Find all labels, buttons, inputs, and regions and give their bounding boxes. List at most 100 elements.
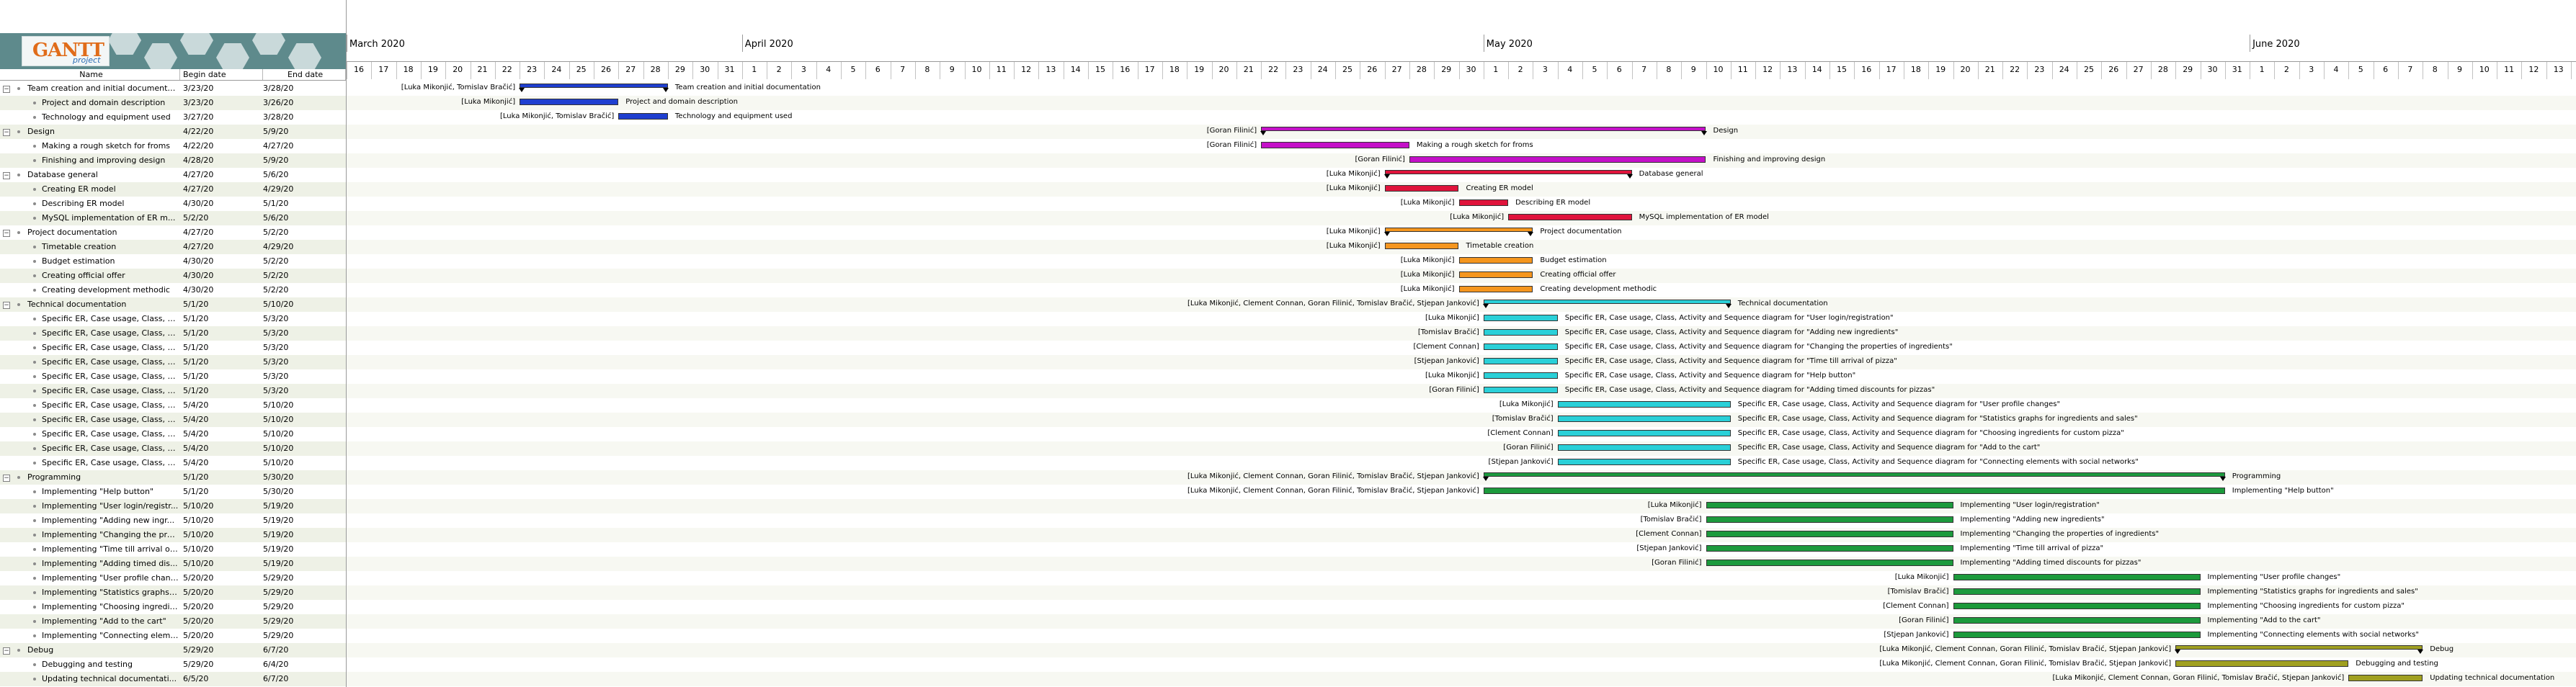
task-bar[interactable] — [1261, 142, 1409, 148]
task-bar[interactable] — [1458, 257, 1533, 264]
task-bar[interactable] — [1706, 545, 1953, 552]
task-bar[interactable] — [2175, 660, 2349, 667]
day-label: 18 — [1169, 65, 1180, 74]
task-bar[interactable] — [1384, 185, 1459, 192]
task-bar[interactable] — [1458, 199, 1509, 206]
task-bar[interactable] — [1483, 315, 1558, 321]
task-row[interactable]: Specific ER, Case usage, Class, Ac...5/1… — [0, 341, 346, 355]
task-bar[interactable] — [1458, 271, 1533, 278]
task-bar[interactable] — [1483, 372, 1558, 379]
task-bar[interactable] — [618, 113, 668, 120]
task-bar[interactable] — [1458, 286, 1533, 292]
summary-bar[interactable] — [2175, 645, 2423, 650]
task-row[interactable]: Implementing "User profile chang...5/20/… — [0, 571, 346, 585]
task-bar[interactable] — [1706, 502, 1953, 508]
task-row[interactable]: Specific ER, Case usage, Class, Ac...5/4… — [0, 427, 346, 441]
task-row[interactable]: Specific ER, Case usage, Class, Ac...5/1… — [0, 369, 346, 384]
collapse-toggle-icon[interactable]: − — [3, 647, 10, 655]
task-row[interactable]: Specific ER, Case usage, Class, Ac...5/4… — [0, 398, 346, 413]
task-bar[interactable] — [1483, 358, 1558, 364]
task-bar[interactable] — [1953, 574, 2201, 580]
task-row[interactable]: Specific ER, Case usage, Class, Ac...5/1… — [0, 355, 346, 369]
task-bar[interactable] — [1953, 632, 2201, 638]
collapse-toggle-icon[interactable]: − — [3, 129, 10, 136]
task-row[interactable]: Implementing "Time till arrival of ...5/… — [0, 542, 346, 557]
summary-bar[interactable] — [1483, 472, 2225, 477]
summary-bar[interactable] — [1483, 300, 1731, 304]
summary-bar[interactable] — [1384, 228, 1533, 232]
task-bar[interactable] — [1706, 516, 1953, 523]
summary-bar[interactable] — [520, 84, 668, 88]
task-bar[interactable] — [1483, 329, 1558, 336]
task-bar[interactable] — [1557, 416, 1731, 422]
summary-bar[interactable] — [1384, 170, 1632, 174]
task-bar[interactable] — [1953, 603, 2201, 609]
task-row[interactable]: Implementing "Choosing ingredie...5/20/2… — [0, 600, 346, 614]
task-bar[interactable] — [1706, 531, 1953, 537]
collapse-toggle-icon[interactable]: − — [3, 475, 10, 482]
task-bar[interactable] — [1557, 401, 1731, 408]
summary-bar[interactable] — [1261, 127, 1706, 131]
task-row[interactable]: Implementing "Changing the pro...5/10/20… — [0, 528, 346, 542]
task-bar[interactable] — [1508, 214, 1632, 220]
task-row[interactable]: Specific ER, Case usage, Class, Ac...5/1… — [0, 326, 346, 341]
task-bar[interactable] — [1557, 430, 1731, 436]
task-bar[interactable] — [1953, 617, 2201, 624]
task-begin-date: 4/22/20 — [183, 127, 214, 136]
task-bar[interactable] — [1483, 387, 1558, 393]
column-header-name[interactable]: Name — [0, 69, 180, 80]
task-row[interactable]: Specific ER, Case usage, Class, Ac...5/4… — [0, 413, 346, 427]
task-bar[interactable] — [1557, 459, 1731, 465]
task-bar[interactable] — [2348, 675, 2423, 681]
task-bar[interactable] — [1557, 444, 1731, 451]
task-row[interactable]: Specific ER, Case usage, Class, Ac...5/1… — [0, 312, 346, 326]
task-name: Implementing "User login/registr... — [42, 501, 179, 511]
collapse-toggle-icon[interactable]: − — [3, 230, 10, 237]
task-row[interactable]: Implementing "Adding timed dis...5/10/20… — [0, 557, 346, 571]
task-row[interactable]: Specific ER, Case usage, Class, Ac...5/4… — [0, 456, 346, 470]
task-row[interactable]: Specific ER, Case usage, Class, Ac...5/1… — [0, 384, 346, 398]
task-bar[interactable] — [1483, 344, 1558, 350]
collapse-toggle-icon[interactable]: − — [3, 86, 10, 93]
task-row[interactable]: Implementing "User login/registr...5/10/… — [0, 499, 346, 513]
task-row[interactable]: −Team creation and initial documenta...3… — [0, 81, 346, 96]
column-header-end[interactable]: End date — [263, 69, 346, 80]
task-bar[interactable] — [1953, 588, 2201, 595]
collapse-toggle-icon[interactable]: − — [3, 172, 10, 179]
task-bar[interactable] — [520, 99, 619, 105]
collapse-toggle-icon[interactable]: − — [3, 302, 10, 309]
chart-row: [Tomislav Bračić]Implementing "Statistic… — [347, 585, 2576, 600]
task-row[interactable]: Implementing "Statistics graphs fo...5/2… — [0, 585, 346, 600]
task-bar[interactable] — [1483, 488, 2225, 494]
task-bar[interactable] — [1384, 243, 1459, 249]
task-begin-date: 4/27/20 — [183, 184, 214, 194]
task-bar[interactable] — [1706, 560, 1953, 566]
task-row[interactable]: Specific ER, Case usage, Class, Ac...5/4… — [0, 441, 346, 456]
task-row[interactable]: Implementing "Connecting eleme...5/20/20… — [0, 629, 346, 643]
task-bar[interactable] — [1409, 156, 1706, 163]
day-label: 30 — [1466, 65, 1476, 74]
column-header-begin[interactable]: Begin date — [180, 69, 263, 80]
